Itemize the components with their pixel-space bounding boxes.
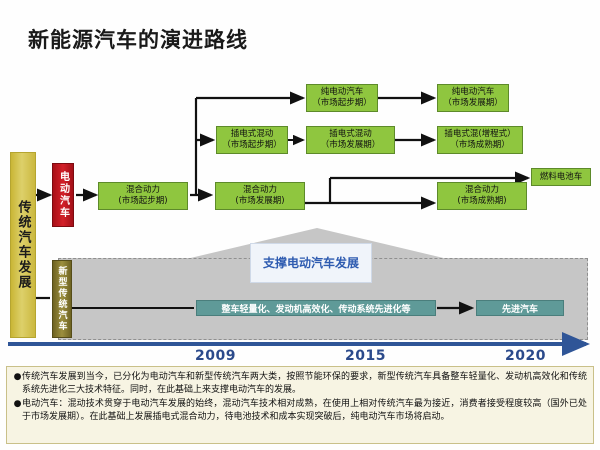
box-hev-mature-line2: (市场成熟期): [457, 196, 507, 206]
box-bev-grow-line2: （市场发展期）: [443, 98, 503, 108]
timeline-year-2009: 2009: [195, 348, 236, 364]
support-label-line2: 发展: [335, 255, 360, 270]
box-hev-start: 混合动力 (市场起步期): [98, 182, 188, 210]
note-item: ● 传统汽车发展到当今，已分化为电动汽车和新型传统汽车两大类，按照节能环保的要求…: [13, 371, 587, 396]
bullet-icon: ●: [13, 399, 22, 409]
box-bev-start-line1: 纯电动汽车: [320, 87, 364, 98]
box-phev-mature: 插电式混(增程式） （市场成熟期）: [437, 126, 523, 154]
note-text-2: 电动汽车：混动技术贯穿于电动汽车发展的始终，混动汽车技术相对成熟，在使用上相对传…: [22, 399, 587, 422]
timeline-year-2020: 2020: [505, 348, 546, 364]
box-phev-start: 插电式混动 （市场起步期）: [216, 126, 288, 154]
box-bev-grow-line1: 纯电动汽车: [451, 87, 495, 98]
box-fuel-cell-vehicle: 燃料电池车: [531, 168, 591, 186]
note-text-1: 传统汽车发展到当今，已分化为电动汽车和新型传统汽车两大类，按照节能环保的要求，新…: [22, 372, 587, 395]
box-phev-start-line1: 插电式混动: [230, 129, 274, 140]
box-hev-mature: 混合动力 (市场成熟期): [437, 182, 527, 210]
timeline-year-2015: 2015: [345, 348, 386, 364]
box-bev-start-line2: （市场起步期）: [312, 98, 372, 108]
box-phev-grow-line1: 插电式混动: [329, 129, 372, 140]
box-phev-mature-line1: 插电式混(增程式）: [444, 129, 516, 140]
box-hev-grow: 混合动力 (市场发展期): [215, 182, 305, 210]
box-hev-grow-line2: (市场发展期): [235, 196, 285, 206]
box-fuel-cell-line1: 燃料电池车: [539, 171, 583, 182]
box-bev-start: 纯电动汽车 （市场起步期）: [306, 84, 378, 112]
rail-electric-vehicle: 电动汽车: [52, 163, 74, 227]
box-phev-grow: 插电式混动 （市场发展期）: [306, 126, 395, 154]
box-phev-mature-line2: （市场成熟期）: [450, 140, 510, 150]
box-phev-start-line2: （市场起步期）: [222, 140, 282, 150]
box-bev-grow: 纯电动汽车 （市场发展期）: [437, 84, 509, 112]
page-title: 新能源汽车的演进路线: [28, 28, 248, 52]
box-hev-mature-line1: 混合动力: [464, 185, 499, 196]
rail-new-traditional-vehicle: 新型传统汽车: [52, 260, 72, 338]
support-label-line1: 支撑电动汽车: [262, 255, 335, 270]
notes-panel: ● 传统汽车发展到当今，已分化为电动汽车和新型传统汽车两大类，按照节能环保的要求…: [6, 366, 594, 444]
box-hev-grow-line1: 混合动力: [242, 185, 277, 196]
rail-traditional-vehicle-development: 传统汽车发展: [10, 152, 36, 338]
box-phev-grow-line2: （市场发展期）: [320, 140, 381, 150]
box-hev-start-line1: 混合动力: [125, 185, 160, 196]
bullet-icon: ●: [13, 372, 22, 382]
tech-features-box: 整车轻量化、发动机高效化、传动系统先进化等: [196, 300, 436, 316]
box-hev-start-line2: (市场起步期): [118, 196, 168, 206]
advanced-vehicle-box: 先进汽车: [476, 300, 564, 316]
support-label-box: 支撑电动汽车 发展: [250, 243, 372, 283]
note-item: ● 电动汽车：混动技术贯穿于电动汽车发展的始终，混动汽车技术相对成熟，在使用上相…: [13, 398, 587, 423]
